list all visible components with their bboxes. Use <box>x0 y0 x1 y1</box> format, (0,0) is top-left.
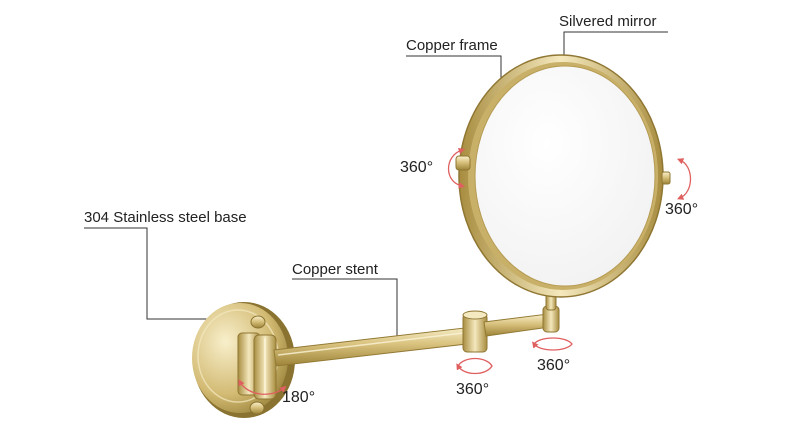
label-silvered-mirror: Silvered mirror <box>559 13 657 30</box>
rotate-base-icon <box>238 379 287 395</box>
rotate-neck-icon <box>532 337 573 351</box>
rotation-arm-joint: 360° <box>456 381 490 398</box>
mirror-head <box>455 54 671 298</box>
pivot-right <box>661 171 671 185</box>
arm-joint <box>462 313 488 353</box>
rotation-mirror-neck: 360° <box>537 357 571 374</box>
rotation-mirror-left: 360° <box>400 159 434 176</box>
leader-steel-base <box>84 227 212 320</box>
rotate-joint-icon <box>456 357 493 375</box>
label-copper-frame: Copper frame <box>406 37 498 54</box>
copper-stent <box>273 293 560 367</box>
leader-copper-frame <box>406 55 502 98</box>
silvered-mirror <box>474 65 656 287</box>
rotation-base-hinge: 180° <box>282 389 316 406</box>
label-copper-stent: Copper stent <box>292 261 378 278</box>
rotation-mirror-right: 360° <box>665 201 699 218</box>
leader-copper-stent <box>292 278 398 343</box>
rotate-left-icon <box>447 147 466 189</box>
base-screw-bottom <box>249 401 265 415</box>
base-screw-top <box>250 315 266 329</box>
rotate-right-icon <box>677 158 692 200</box>
label-steel-base: 304 Stainless steel base <box>84 209 247 226</box>
pivot-left <box>455 155 471 171</box>
rotation-arrows <box>238 147 692 395</box>
